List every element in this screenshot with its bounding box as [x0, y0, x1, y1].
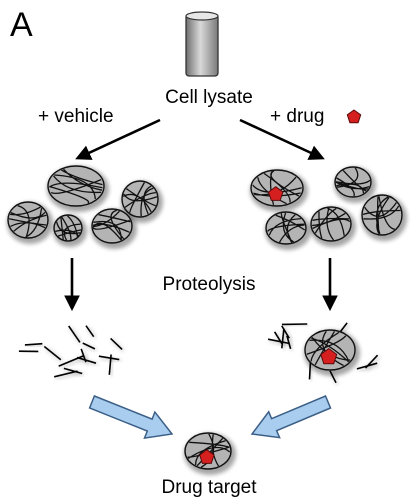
arrow-to-drug — [239, 118, 325, 160]
drug-bound-protein-icon — [250, 169, 308, 212]
peptide-fragment — [281, 325, 290, 339]
peptide-fragment — [110, 337, 123, 350]
peptide-shadow — [286, 336, 294, 351]
protein-icon — [361, 194, 407, 241]
protein-icon — [310, 206, 356, 247]
protein-icon — [7, 201, 53, 244]
peptide-fragment — [24, 342, 43, 346]
protein-icon — [265, 211, 311, 250]
peptide-fragment — [63, 367, 83, 375]
peptide-fragment — [43, 345, 62, 361]
cell-lysate-label: Cell lysate — [165, 87, 253, 108]
drug-bound-protein-icon — [184, 432, 236, 475]
peptide-fragment — [58, 354, 85, 367]
protected-protein-icon — [304, 329, 360, 376]
peptide-shadow — [59, 355, 87, 369]
peptide-fragment — [267, 338, 290, 345]
protein-cluster-vehicle — [7, 165, 163, 249]
peptide-fragment — [364, 354, 379, 369]
panel-letter: A — [10, 6, 33, 44]
drug-molecule-icon — [267, 186, 284, 201]
peptide-fragments-vehicle — [18, 325, 125, 380]
arrow-to-vehicle — [75, 118, 161, 160]
drug-pentagon-icon — [346, 109, 362, 124]
proteolysis-label: Proteolysis — [162, 274, 256, 295]
protein-cluster-drug — [250, 166, 407, 250]
peptide-shadow — [100, 356, 122, 363]
peptide-shadow — [26, 343, 45, 348]
test-tube-icon — [185, 11, 219, 77]
protein-icon — [53, 214, 87, 247]
peptide-fragment — [273, 331, 283, 345]
block-arrow-right — [250, 395, 332, 439]
peptide-shadow — [281, 329, 287, 350]
peptide-fragment — [68, 325, 81, 343]
peptide-fragment — [98, 355, 120, 361]
peptide-fragment — [85, 325, 95, 338]
protein-icon — [47, 165, 109, 212]
drug-pentagon-shape — [346, 109, 362, 124]
protein-icon — [334, 166, 376, 203]
protein-icon — [121, 180, 163, 223]
block-arrow-left — [88, 395, 174, 440]
drug-label: + drug — [270, 106, 325, 127]
peptide-fragment — [281, 328, 285, 349]
protein-icon — [91, 208, 137, 249]
peptide-fragment — [286, 335, 292, 350]
peptide-shadow — [365, 355, 381, 371]
drug-molecule-icon — [199, 449, 215, 464]
peptide-fragment — [82, 342, 96, 350]
drug-molecule-icon — [320, 347, 338, 365]
drug-bound-protein-icon — [304, 329, 360, 376]
vehicle-label: + vehicle — [38, 106, 114, 127]
drug-target-protein-icon — [184, 432, 236, 475]
peptide-shadow — [64, 368, 85, 377]
drug-target-label: Drug target — [161, 477, 257, 498]
